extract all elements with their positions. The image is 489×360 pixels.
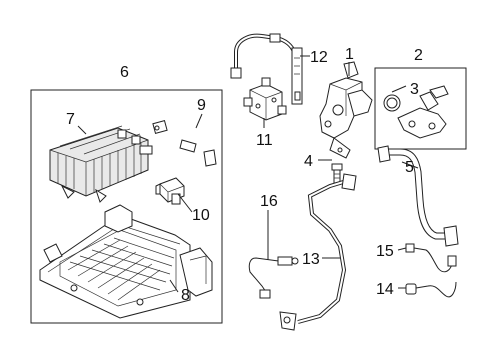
callout-11: 11: [256, 132, 273, 149]
egr-sensor: [397, 85, 449, 139]
charcoal-canister: [49, 125, 153, 203]
wire-15: [405, 243, 457, 273]
leader-lines: [77, 55, 419, 293]
callout-13: 13: [302, 251, 320, 268]
callout-9: 9: [197, 97, 206, 114]
callout-14: 14: [376, 281, 394, 298]
pcv-tube: [230, 33, 303, 105]
sensor-harness: [248, 256, 299, 299]
vapor-hose: [152, 120, 217, 167]
canister-bracket: [39, 204, 213, 319]
callout-3: 3: [410, 81, 419, 98]
group-box-2: [374, 67, 467, 150]
callout-2: 2: [414, 47, 423, 64]
egr-tube: [377, 145, 459, 247]
egr-valve: [319, 61, 373, 159]
group-box-6: [30, 89, 223, 324]
vapor-tube: [279, 173, 357, 331]
callout-12: 12: [310, 49, 328, 66]
callout-8: 8: [181, 287, 190, 304]
check-valve: [243, 77, 287, 121]
gasket-ring: [383, 94, 401, 112]
callout-1: 1: [345, 46, 354, 63]
callout-6: 6: [120, 64, 129, 81]
callout-4: 4: [304, 153, 313, 170]
callout-10: 10: [192, 207, 210, 224]
purge-valve: [155, 177, 185, 205]
callout-7: 7: [66, 111, 75, 128]
wire-14: [405, 281, 457, 298]
callout-15: 15: [376, 243, 394, 260]
callout-16: 16: [260, 193, 278, 210]
callout-5: 5: [405, 159, 414, 176]
